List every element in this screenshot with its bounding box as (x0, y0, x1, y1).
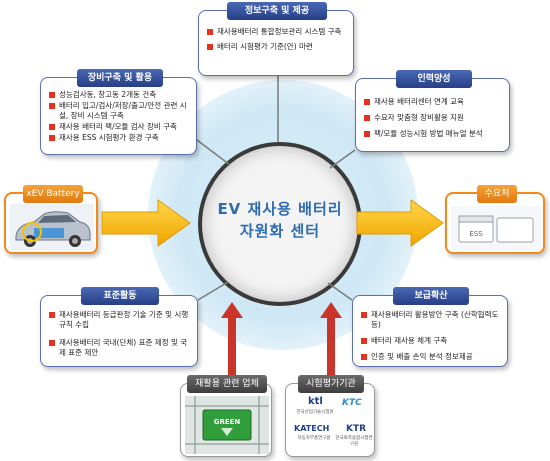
equipment-box: 장비구축 및 활용 성능검사동, 창고동 2개동 건축 배터리 입고/검사/저장… (40, 69, 197, 155)
center-title-line2: 자원화 센터 (239, 222, 321, 240)
list-item: 팩/모듈 성능시험 방법 매뉴얼 분석 (364, 129, 503, 139)
spread-box: 보급확산 재사용배터리 활용방안 구축 (산학협력도 등) 배터리 재사용 체계… (352, 287, 508, 367)
institute-arrow (320, 302, 342, 384)
ktl-logo: ktl (308, 396, 323, 407)
ktl-subtitle: 한국산업기술시험원 (296, 410, 334, 415)
xev-battery-label: xEV Battery (23, 185, 83, 203)
list-item: 재사용배터리 활용방안 구축 (산학협력도 등) (361, 310, 501, 330)
list-item: 배터리 재사용 체계 구축 (361, 336, 501, 346)
hr-box: 인력양성 재사용 배터리센터 연계 교육 수요자 맞춤형 장비활용 지원 팩/모… (355, 70, 510, 152)
standard-list: 재사용배터리 등급판정 기술 기준 및 시행규칙 수립 재사용배터리 국내(단체… (49, 310, 191, 363)
list-item: 성능검사동, 창고동 2개동 건축 (49, 90, 190, 100)
center-circle (198, 142, 362, 306)
chip-text: GREEN (214, 418, 241, 426)
ktr-subtitle: 한국화학융합시험연구원 (335, 436, 373, 447)
info-title: 정보구축 및 제공 (227, 2, 327, 20)
list-item: 재사용 ESS 시험평가 환경 구축 (49, 133, 190, 143)
list-item: 재사용배터리 국내(단체) 표준 제정 및 국제 표준 제안 (49, 338, 191, 358)
input-arrow (101, 199, 191, 247)
hr-list: 재사용 배터리센터 연계 교육 수요자 맞춤형 장비활용 지원 팩/모듈 성능시… (364, 97, 503, 144)
output-arrow (356, 199, 444, 247)
demand-label: 수요처 (477, 185, 517, 203)
list-item: 수요자 맞춤형 장비활용 지원 (364, 113, 503, 123)
connector-bottom-left (197, 281, 229, 301)
spread-title: 보급확산 (393, 287, 469, 305)
katech-subtitle: 자동차부품연구원 (297, 436, 331, 441)
ess-text: ESS (469, 230, 483, 238)
industry-arrow (221, 302, 243, 384)
list-item: 재사용 배터리 팩/모듈 검사 장비 구축 (49, 122, 190, 132)
connector-top-right (329, 149, 356, 169)
ess-icon: ESS (451, 206, 541, 250)
list-item: 재사용 배터리센터 연계 교육 (364, 97, 503, 107)
list-item: 배터리 입고/검사/저장/출고/안전 관련 시설, 장비 시스템 구축 (49, 101, 190, 121)
hr-title: 인력양성 (396, 70, 472, 88)
equipment-list: 성능검사동, 창고동 2개동 건축 배터리 입고/검사/저장/출고/안전 관련 … (49, 90, 190, 144)
list-item: 재사용배터리 등급판정 기술 기준 및 시행규칙 수립 (49, 310, 191, 330)
circuit-board-icon: GREEN (185, 396, 269, 454)
info-box: 정보구축 및 제공 재사용배터리 통합정보관리 시스템 구축 배터리 시험평가 … (198, 2, 354, 76)
list-item: 재사용배터리 통합정보관리 시스템 구축 (207, 27, 347, 37)
xev-battery-box: xEV Battery (4, 185, 98, 254)
center-title-line1: EV 재사용 배터리 (217, 200, 343, 218)
standard-box: 표준활동 재사용배터리 등급판정 기술 기준 및 시행규칙 수립 재사용배터리 … (40, 287, 198, 367)
industry-label: 재활용 관련 업체 (187, 375, 267, 393)
industry-box: 재활용 관련 업체 GREEN (180, 375, 272, 457)
info-list: 재사용배터리 통합정보관리 시스템 구축 배터리 시험평가 기준(안) 마련 (207, 27, 347, 57)
car-icon (10, 204, 94, 250)
equipment-title: 장비구축 및 활용 (77, 69, 163, 87)
ktr-logo: KTR (346, 424, 367, 434)
ktc-logo: KTC (342, 398, 362, 408)
katech-logo: KATECH (294, 424, 330, 433)
list-item: 배터리 시험평가 기준(안) 마련 (207, 42, 347, 52)
demand-box: 수요처 ESS (445, 185, 545, 254)
standard-title: 표준활동 (81, 287, 159, 305)
connector-bottom-right (327, 282, 353, 301)
institutes-label: 시험평가기관 (298, 375, 364, 393)
institutes-box: 시험평가기관 ktl 한국산업기술시험원 KTC KATECH 자동차부품연구원… (285, 375, 375, 457)
connector-top-left (196, 139, 231, 166)
center-title: EV 재사용 배터리 자원화 센터 (198, 198, 362, 242)
spread-list: 재사용배터리 활용방안 구축 (산학협력도 등) 배터리 재사용 체계 구축 인… (361, 310, 501, 367)
list-item: 인증 및 배출 손익 분석 정보제공 (361, 352, 501, 362)
